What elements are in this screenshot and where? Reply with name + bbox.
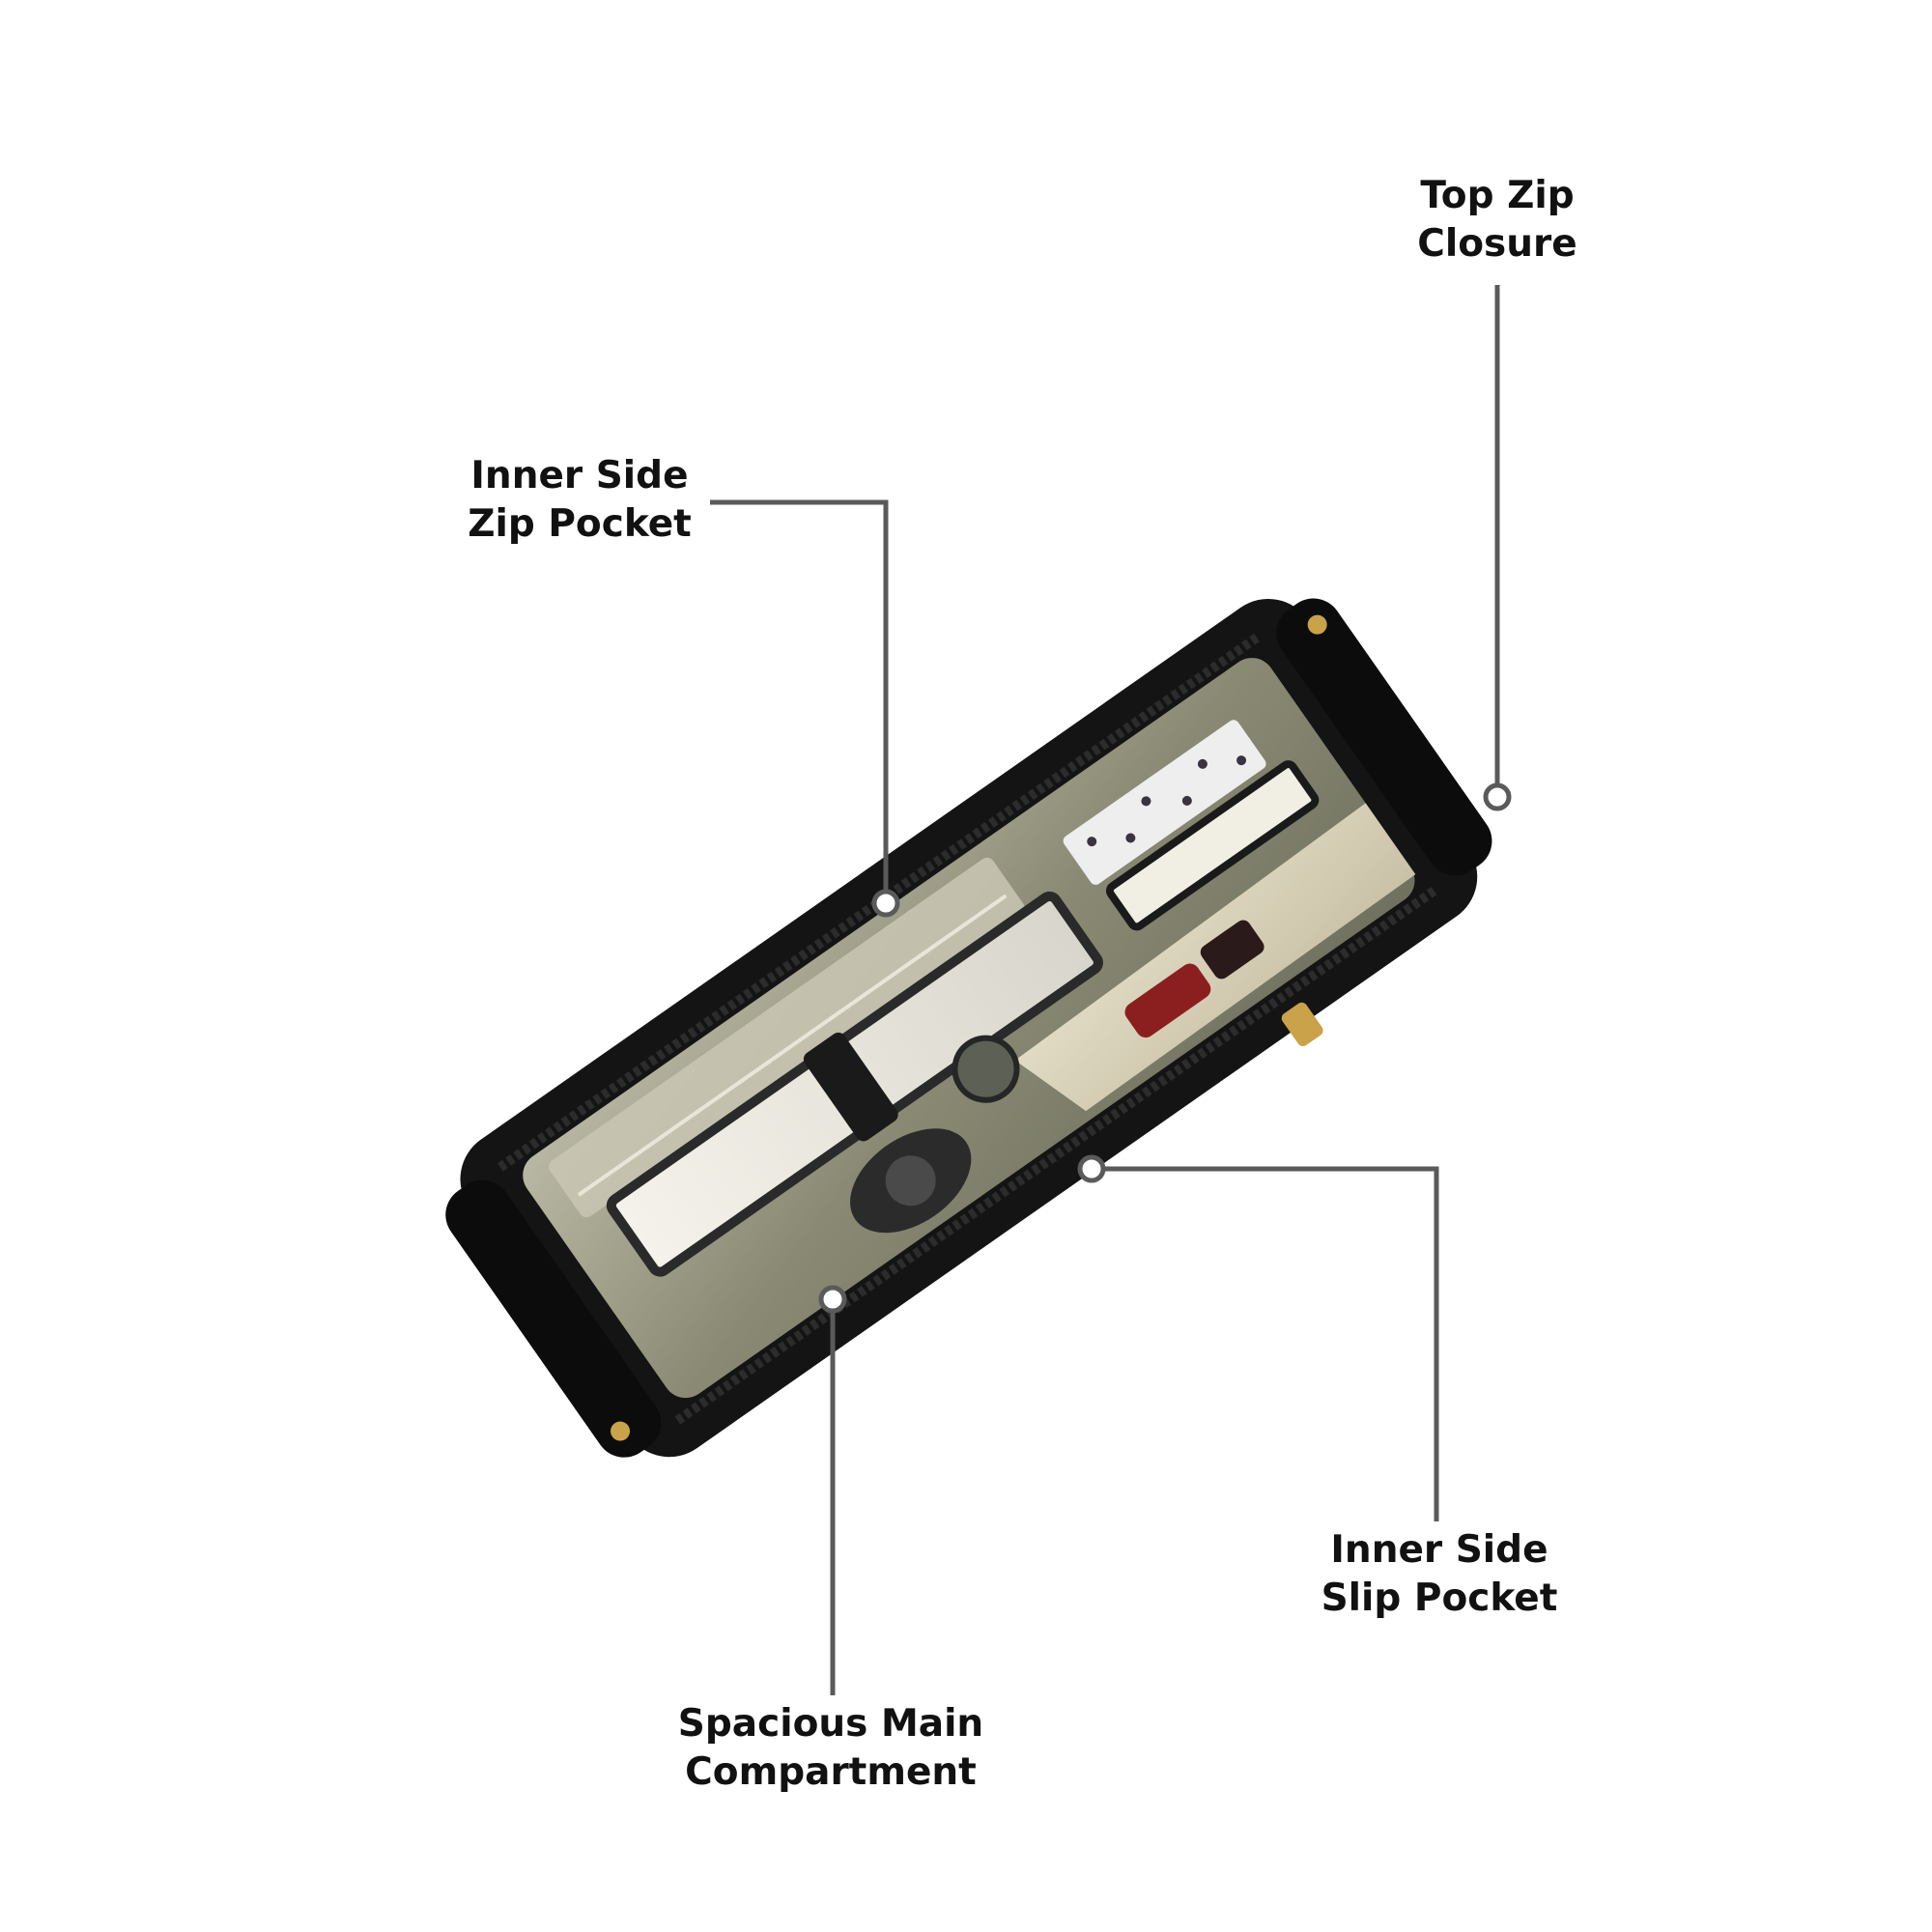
small-diary — [1105, 760, 1320, 931]
leader-inner-zip — [710, 499, 889, 903]
lipstick-cap — [1200, 920, 1264, 980]
callout-main-line1: Spacious Main — [677, 1702, 984, 1746]
callout-main-line2: Compartment — [685, 1750, 977, 1794]
callout-inner-slip-pocket: Inner Side Slip Pocket — [1314, 1526, 1565, 1623]
bag-body — [445, 598, 1492, 1458]
callout-main-compartment: Spacious Main Compartment — [657, 1700, 1005, 1797]
right-gusset — [1276, 598, 1492, 876]
compact-emblem — [885, 1155, 936, 1207]
callout-inner-zip-pocket: Inner Side Zip Pocket — [454, 452, 705, 549]
gold-ring-left — [611, 1421, 631, 1441]
star-pattern — [1087, 755, 1247, 847]
callout-top-zip-line1: Top Zip — [1420, 174, 1575, 217]
dot-top-zip — [1483, 782, 1512, 811]
callout-top-zip: Top Zip Closure — [1391, 172, 1604, 269]
bottom-zip-track — [674, 884, 1440, 1425]
dot-slip-pocket — [1077, 1154, 1106, 1183]
cosmetic-jar — [952, 1035, 1020, 1103]
callout-inner-zip-line2: Zip Pocket — [468, 502, 692, 546]
leader-lines — [710, 285, 1500, 1695]
notebook-pen-loop — [803, 1032, 898, 1142]
zip-pull — [1281, 1002, 1323, 1046]
gold-ring-right — [1307, 614, 1327, 635]
inner-zip-line — [577, 894, 1008, 1197]
leader-slip-pocket — [1092, 1166, 1439, 1521]
left-gusset — [445, 1179, 662, 1458]
callout-inner-zip-line1: Inner Side — [470, 454, 689, 497]
lipstick — [1124, 963, 1211, 1038]
dot-inner-zip — [871, 889, 900, 918]
callout-dots — [818, 782, 1512, 1314]
callout-top-zip-line2: Closure — [1417, 222, 1577, 266]
star-pouch — [1063, 720, 1266, 885]
dot-main-compartment — [818, 1285, 847, 1314]
inner-zip-pocket — [549, 857, 1025, 1218]
callout-slip-line1: Inner Side — [1330, 1528, 1548, 1572]
callout-slip-line2: Slip Pocket — [1321, 1577, 1558, 1620]
